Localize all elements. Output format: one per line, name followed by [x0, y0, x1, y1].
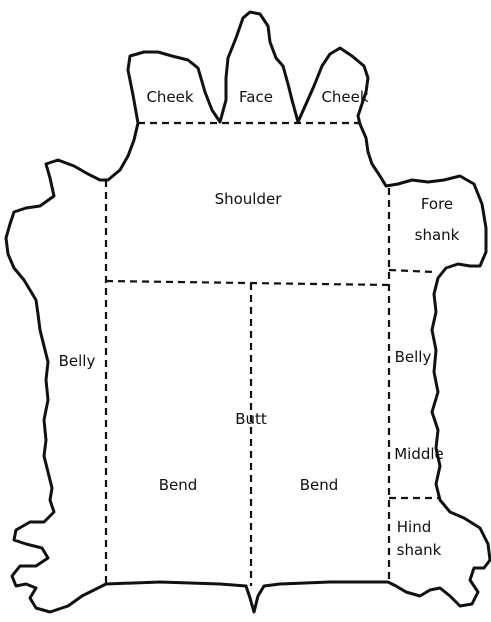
bend-right-label: Bend [300, 476, 339, 494]
belly-right-label: Belly [395, 348, 432, 366]
cheek-left-label: Cheek [146, 88, 193, 106]
fore-shank-cut-line [389, 270, 434, 272]
cheek-right-label: Cheek [321, 88, 368, 106]
belly-left-label: Belly [59, 352, 96, 370]
bend-left-label: Bend [159, 476, 198, 494]
fore-shank-label-line1: Fore [421, 195, 453, 213]
hind-shank-label-line2: shank [397, 541, 442, 559]
face-label: Face [239, 88, 273, 106]
shoulder-label: Shoulder [215, 190, 283, 208]
shoulder-cut-line [106, 281, 389, 285]
middle-label: Middle [394, 445, 444, 463]
fore-shank-label-line2: shank [415, 226, 460, 244]
hind-shank-label-line1: Hind [397, 518, 431, 536]
butt-label: Butt [235, 410, 267, 428]
region-labels: Cheek Face Cheek Shoulder Fore shank Bel… [59, 88, 460, 559]
